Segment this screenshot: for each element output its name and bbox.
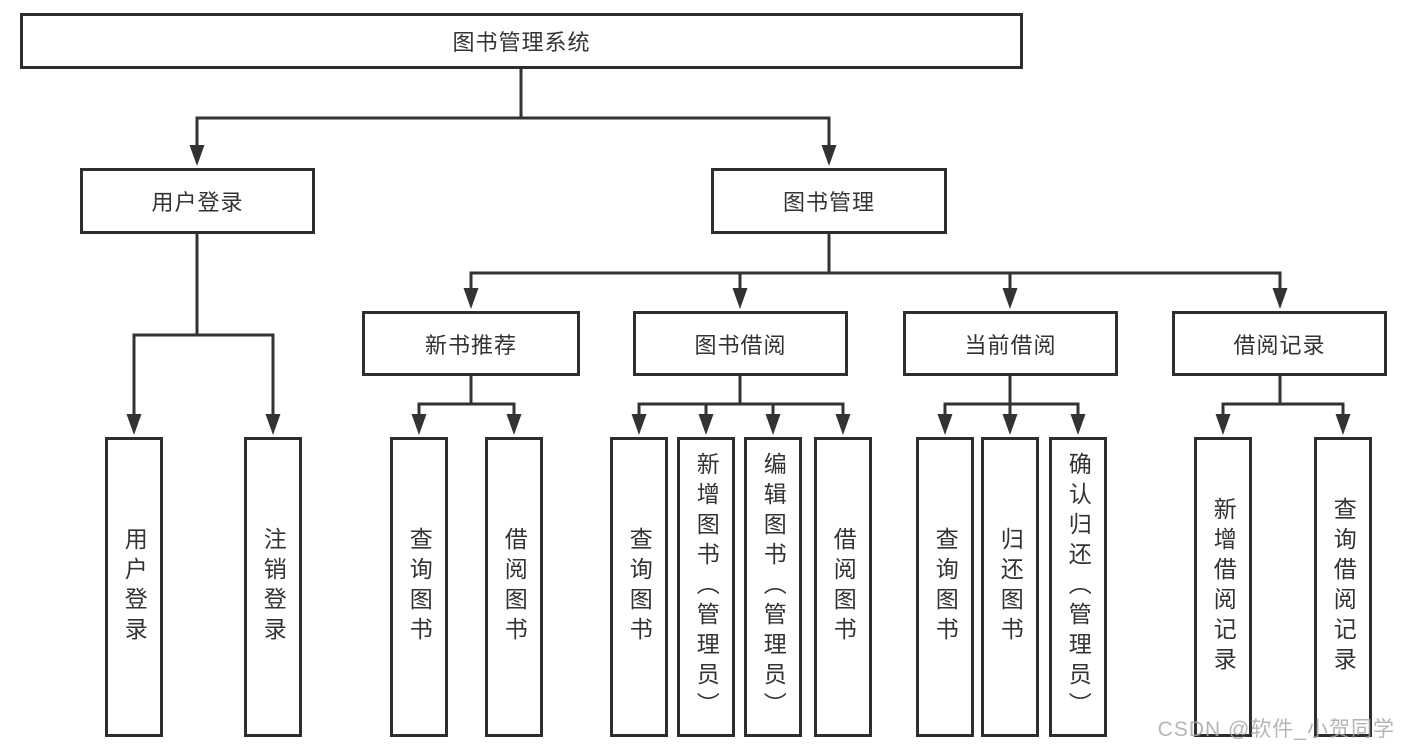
connector-borrowing-to-leaves [637, 374, 845, 420]
node-user-login: 用户登录 [80, 168, 315, 234]
connector-newbook-to-leaves [417, 374, 516, 420]
connector-records-to-leaves [1221, 374, 1345, 420]
connector-root-to-level2 [195, 67, 831, 152]
node-label: 查询图书 [626, 527, 653, 647]
node-label: 查询借阅记录 [1330, 497, 1357, 677]
node-label: 新书推荐 [424, 332, 517, 358]
node-label: 图书借阅 [694, 332, 787, 358]
node-label: 用户登录 [121, 527, 148, 647]
leaf-edit-books-admin: 编辑图书（管理员） [744, 437, 802, 737]
csdn-watermark: CSDN @软件_小贺同学 [1157, 718, 1395, 741]
node-label: 图书管理 [782, 190, 875, 215]
node-label: 图书管理系统 [452, 30, 591, 55]
node-label: 注销登录 [260, 527, 287, 647]
leaf-query-books-newrec: 查询图书 [390, 437, 448, 737]
node-label: 新增借阅记录 [1210, 497, 1237, 677]
node-label: 用户登录 [151, 190, 244, 215]
leaf-confirm-return-admin: 确认归还（管理员） [1049, 437, 1107, 737]
node-label: 借阅图书 [830, 527, 857, 647]
node-label: 借阅记录 [1233, 332, 1326, 358]
node-book-borrowing: 图书借阅 [633, 311, 848, 376]
leaf-add-borrow-record: 新增借阅记录 [1194, 437, 1252, 737]
arrowheads [126, 145, 1351, 435]
leaf-return-books: 归还图书 [981, 437, 1039, 737]
connector-userlogin-to-leaves [132, 232, 275, 420]
leaf-query-books-borrowing: 查询图书 [610, 437, 668, 737]
node-label: 当前借阅 [964, 332, 1057, 358]
node-label: 借阅图书 [501, 527, 528, 647]
node-label: 编辑图书（管理员） [760, 452, 787, 722]
node-library-management-system: 图书管理系统 [20, 13, 1023, 69]
leaf-query-borrow-record: 查询借阅记录 [1314, 437, 1372, 737]
node-label: 查询图书 [932, 527, 959, 647]
node-label: 新增图书（管理员） [693, 452, 720, 722]
leaf-query-books-current: 查询图书 [916, 437, 974, 737]
node-label: 归还图书 [997, 527, 1024, 647]
node-new-book-recommendation: 新书推荐 [362, 311, 580, 376]
leaf-borrow-books-newrec: 借阅图书 [485, 437, 543, 737]
node-label: 查询图书 [406, 527, 433, 647]
node-current-borrowing: 当前借阅 [903, 311, 1118, 376]
leaf-logout: 注销登录 [244, 437, 302, 737]
connector-bookmgmt-to-level3 [469, 232, 1282, 294]
connector-current-to-leaves [943, 374, 1080, 420]
node-borrowing-records: 借阅记录 [1172, 311, 1387, 376]
leaf-add-books-admin: 新增图书（管理员） [677, 437, 735, 737]
node-label: 确认归还（管理员） [1065, 452, 1092, 722]
leaf-borrow-books-borrowing: 借阅图书 [814, 437, 872, 737]
node-book-management: 图书管理 [711, 168, 947, 234]
leaf-user-login: 用户登录 [105, 437, 163, 737]
